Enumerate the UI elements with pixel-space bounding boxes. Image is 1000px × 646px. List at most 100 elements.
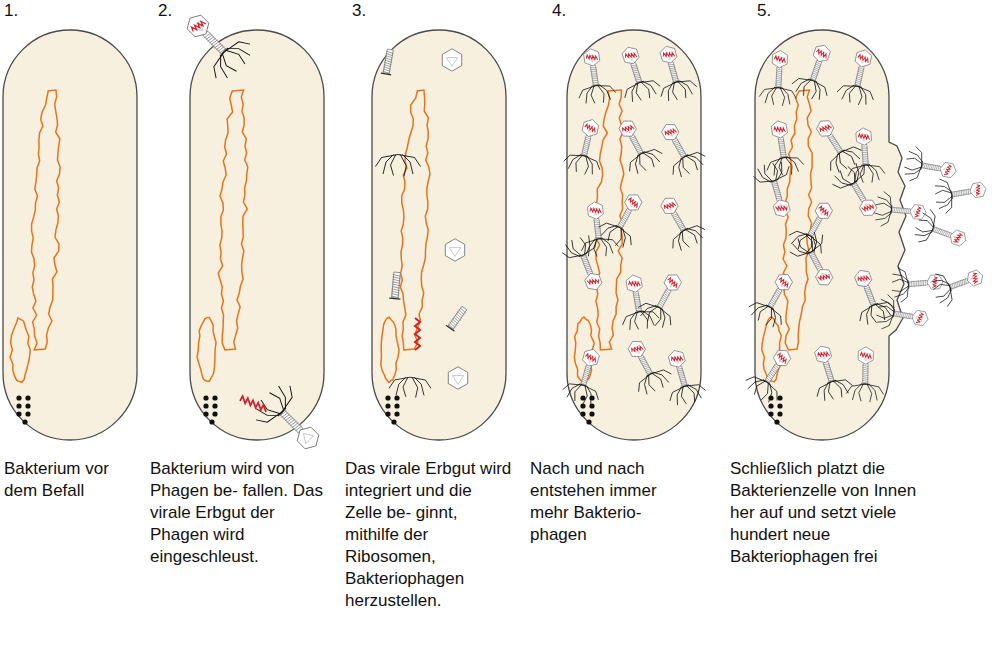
bacteriophage — [928, 259, 988, 309]
tail-coil — [835, 146, 841, 150]
phage-leg — [866, 164, 885, 175]
tail-coil — [834, 144, 840, 148]
tail-coil — [824, 366, 830, 369]
tail-coil — [776, 82, 782, 83]
tail-coil — [862, 371, 868, 372]
tail-coil — [283, 413, 290, 420]
tail-coil — [635, 78, 641, 81]
phage-leg — [650, 365, 671, 383]
phage-leg — [599, 219, 620, 237]
tail-coil — [677, 367, 683, 370]
bacteriophage — [614, 272, 660, 333]
tail-coil — [832, 141, 838, 145]
bacteriophage — [249, 379, 333, 463]
tail-coil — [383, 67, 391, 69]
phage-leg — [875, 202, 892, 207]
tail-coil — [862, 375, 868, 376]
tail-coil — [582, 148, 588, 150]
bacteriophage — [649, 189, 709, 255]
phage-dna — [916, 312, 924, 323]
phage-leg — [679, 158, 691, 175]
plasmid — [381, 317, 399, 382]
ribosome — [586, 419, 591, 424]
plasmid — [574, 317, 594, 382]
phage-dna — [857, 54, 869, 63]
tail-coil — [812, 224, 818, 228]
phage-tail — [672, 138, 686, 158]
phage-dna — [974, 184, 982, 195]
tail-coil — [957, 191, 959, 197]
tail-coil — [623, 215, 629, 219]
tail-coil — [678, 373, 684, 376]
ribosome — [774, 419, 779, 424]
tail-coil — [961, 190, 963, 196]
phage-leg — [848, 165, 869, 183]
phage-leg — [773, 162, 786, 180]
tail-coil — [908, 208, 909, 214]
tail-coil — [924, 163, 926, 169]
step-number: 4. — [552, 0, 566, 22]
phage-leg — [668, 157, 689, 175]
tail-coil — [292, 422, 299, 429]
tail-coil — [828, 377, 834, 380]
bacteriophage — [446, 305, 469, 331]
phage-head — [293, 423, 323, 453]
phage-leg — [868, 306, 878, 324]
tail-coil — [954, 191, 956, 197]
bacteriophage — [932, 171, 989, 214]
tail-coil — [776, 76, 782, 77]
tail-coil — [862, 367, 868, 368]
tail-coil — [780, 150, 786, 152]
phage-leg — [580, 386, 590, 405]
ribosome — [203, 395, 208, 400]
phage-leg — [771, 162, 780, 180]
tail-coil — [923, 280, 924, 286]
tail-coil — [919, 280, 920, 286]
ribosome — [589, 395, 594, 400]
tail-coil — [392, 282, 400, 284]
tail-coil — [285, 415, 292, 422]
ribosome — [777, 403, 782, 408]
phage-leg — [634, 83, 643, 101]
phage-tail — [633, 291, 641, 311]
bacteriophage — [381, 49, 396, 75]
phage-leg — [868, 165, 874, 183]
phage-leg — [389, 377, 410, 388]
phage-tail — [638, 355, 652, 375]
base-plate — [446, 325, 455, 331]
phage-leg — [892, 286, 909, 292]
phage-leg — [403, 155, 414, 175]
capsid-facet — [452, 376, 463, 385]
phage-leg — [809, 81, 819, 100]
tail-coil — [916, 281, 917, 287]
tail-coil — [773, 186, 779, 189]
tail-coil — [771, 369, 777, 373]
phage-leg — [846, 165, 859, 182]
step-caption: Bakterium wird von Phagen be- fallen. Da… — [150, 458, 335, 568]
bacteriophage — [843, 264, 898, 329]
ribosome — [394, 395, 399, 400]
tail-coil — [768, 374, 774, 378]
phage-leg — [865, 384, 884, 394]
tail-coil — [392, 286, 400, 288]
bacteriophage — [745, 266, 804, 332]
tail-coil — [618, 223, 624, 227]
phage-leg — [582, 156, 602, 170]
tail-coil — [582, 151, 588, 153]
tail-coil — [386, 53, 394, 55]
bacteriophage — [786, 227, 845, 293]
tail-coil — [776, 80, 782, 81]
tail-coil — [391, 291, 399, 293]
phage-head — [625, 274, 643, 294]
bacterium-cell — [3, 30, 137, 440]
phage-leg — [859, 384, 864, 401]
phage-tail — [765, 364, 780, 383]
phage-head — [772, 198, 791, 219]
phage-leg — [855, 86, 875, 100]
phage-leg — [638, 299, 659, 317]
phage-leg — [684, 148, 705, 166]
phage-dna — [860, 352, 871, 359]
tail-coil — [913, 281, 914, 287]
phage-leg — [400, 155, 406, 177]
ribosome — [580, 411, 585, 416]
